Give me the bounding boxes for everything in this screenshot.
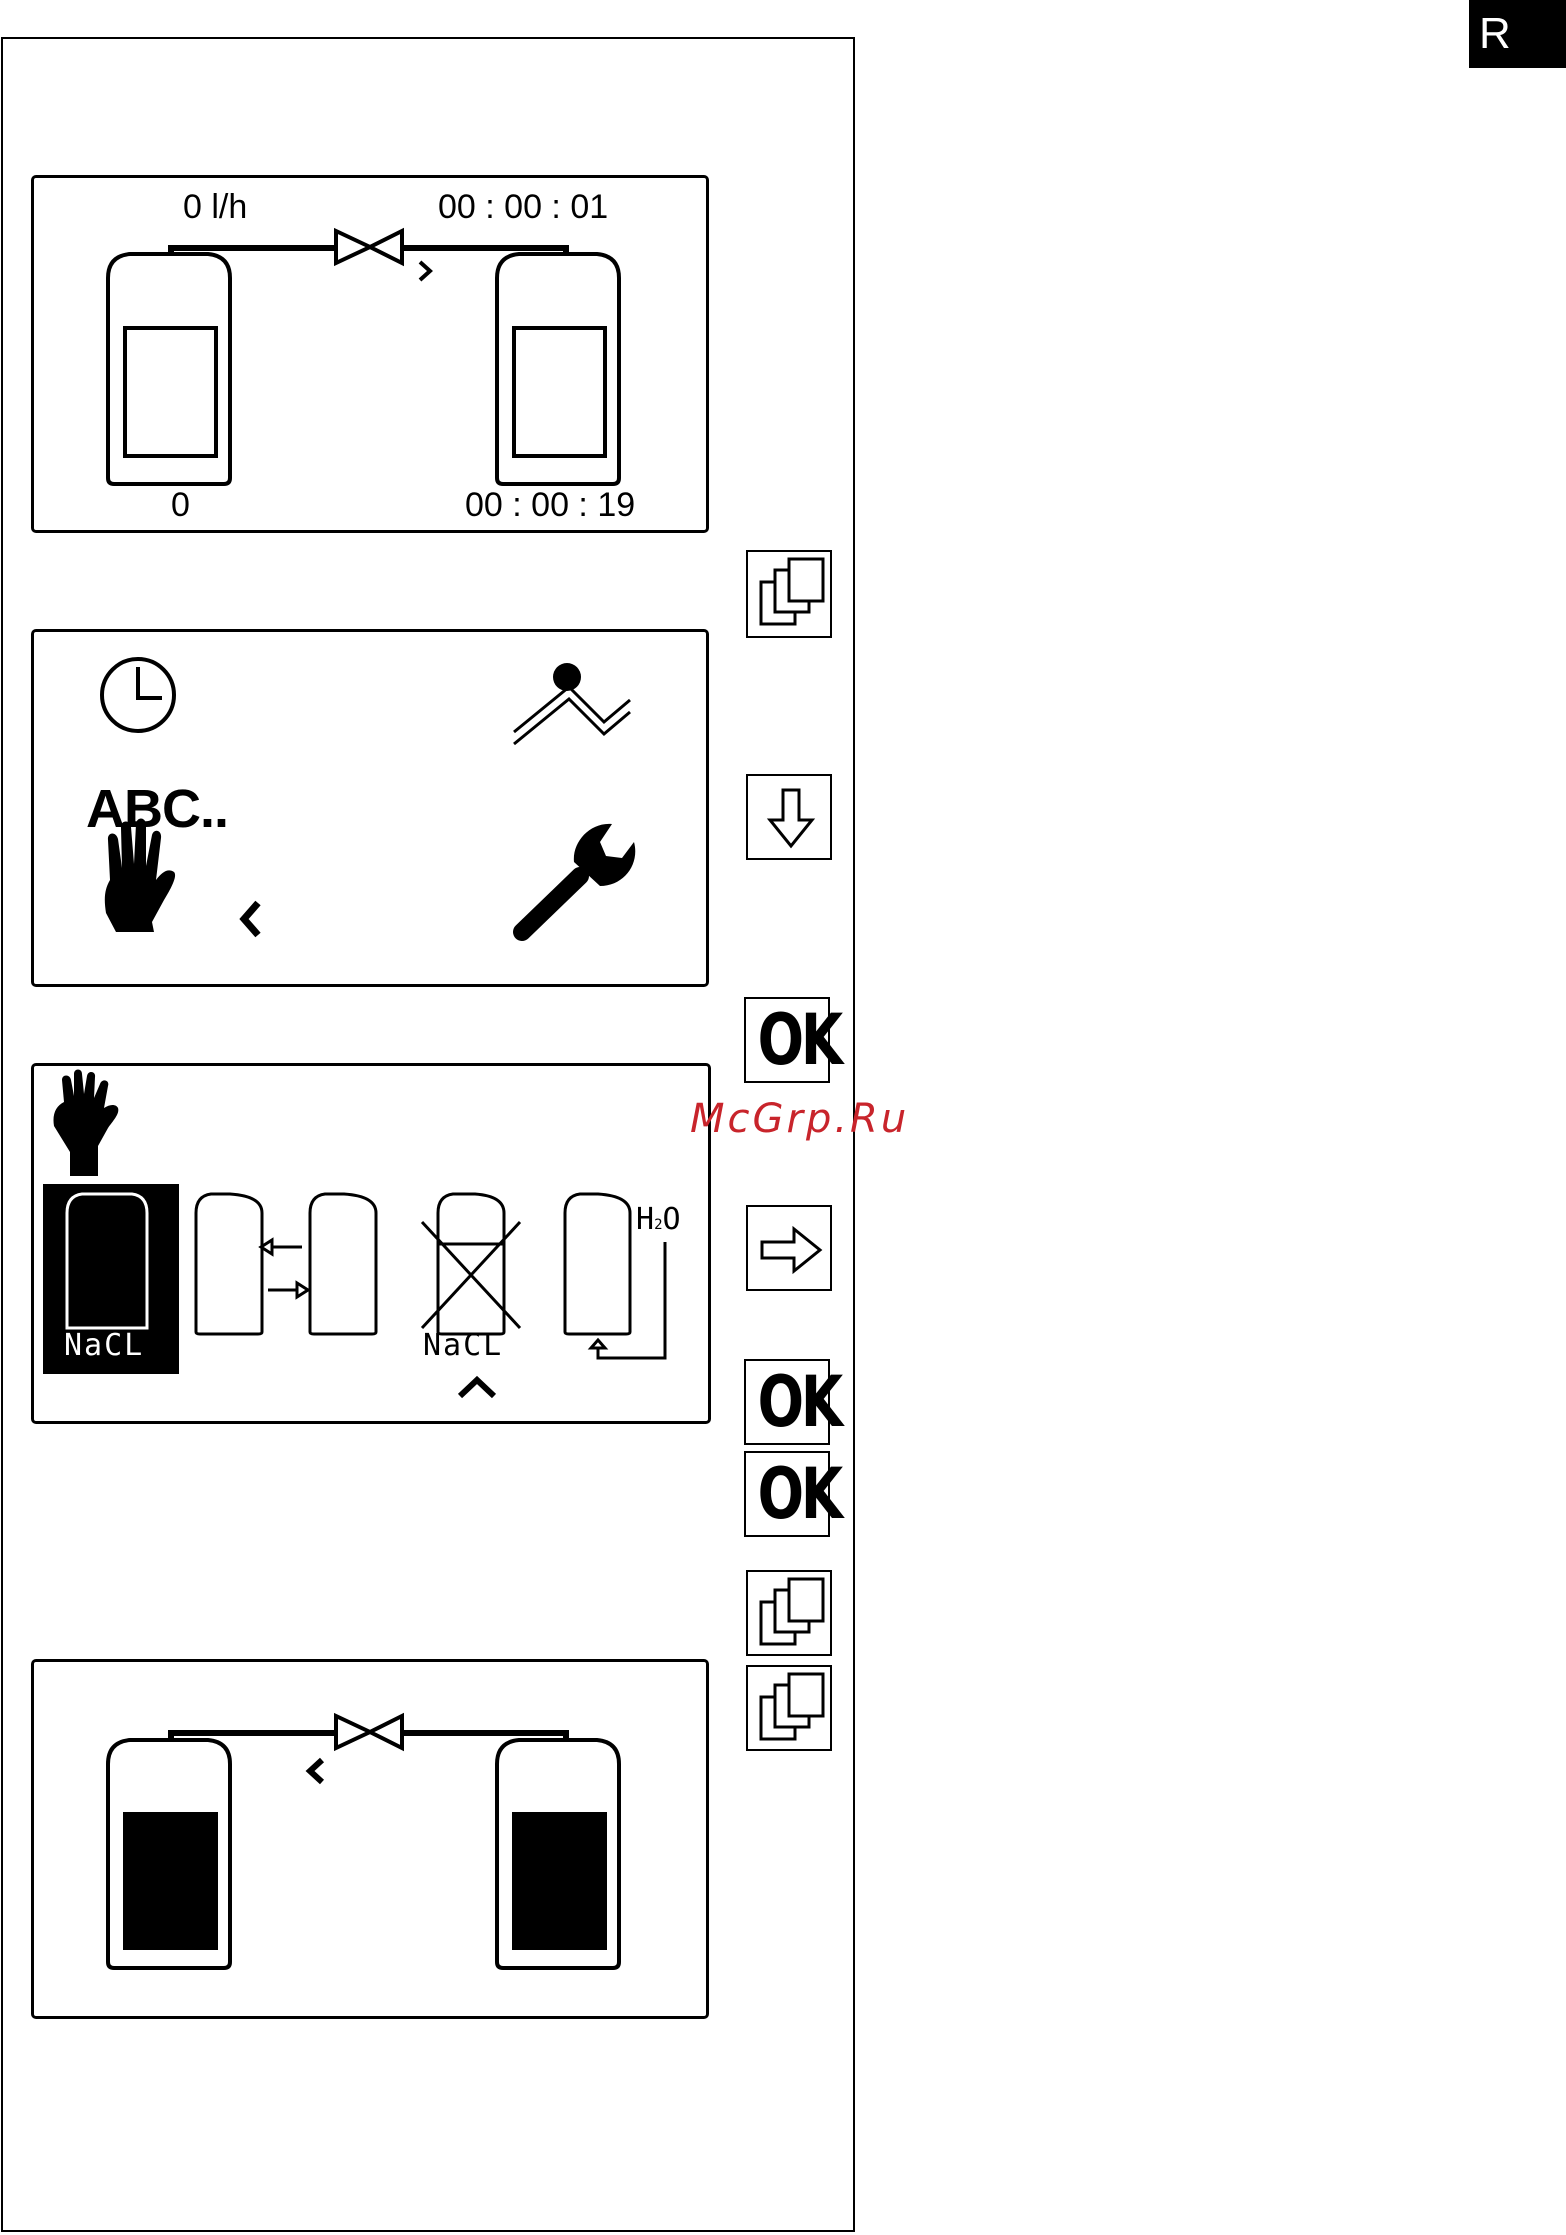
brine-label: NaCL [64, 1328, 144, 1363]
watermark: McGrp.Ru [690, 1096, 909, 1142]
no-brine-label: NaCL [423, 1328, 503, 1363]
pages-icon [748, 1667, 834, 1753]
text-entry-label[interactable]: ABC.. [86, 778, 228, 840]
display-screen-tanks [31, 1659, 709, 2019]
water-label-h: H [636, 1202, 654, 1237]
tank-exchange-icon[interactable] [196, 1194, 376, 1334]
pages-key-2[interactable] [746, 1570, 832, 1656]
display-screen-operation: 0 l/h 00 : 00 : 01 0 00 : 00 : 19 [31, 175, 709, 533]
screen-tanks-graphics [34, 1662, 712, 2022]
value-bottom-readout: 0 [171, 488, 190, 522]
arrow-left-icon [244, 903, 258, 935]
arrow-right-key[interactable] [746, 1205, 832, 1291]
ok-key-label: OK [758, 1453, 840, 1535]
ok-key-3[interactable]: OK [744, 1451, 830, 1537]
screen-manual-graphics [34, 1066, 714, 1427]
pages-key-3[interactable] [746, 1665, 832, 1751]
timer-top-readout: 00 : 00 : 01 [438, 190, 608, 224]
water-label-o: O [663, 1202, 681, 1237]
regeneration-icon[interactable] [514, 663, 630, 744]
language-tab: R [1469, 0, 1566, 68]
arrow-left-icon [310, 1760, 322, 1782]
arrow-down-key[interactable] [746, 774, 832, 860]
water-label: H2O [636, 1202, 681, 1237]
wrench-icon[interactable] [522, 824, 635, 932]
ok-key-2[interactable]: OK [744, 1359, 830, 1445]
ok-key-label: OK [758, 999, 840, 1081]
hand-icon [53, 1070, 118, 1177]
tank-left-icon [108, 254, 230, 484]
tank-left-full-icon [108, 1740, 230, 1968]
arrow-right-icon [420, 262, 430, 280]
no-brine-icon[interactable] [422, 1194, 520, 1334]
pages-icon [748, 1572, 834, 1658]
ok-key[interactable]: OK [744, 997, 830, 1083]
ok-key-label: OK [758, 1361, 840, 1443]
screen-operation-graphics [34, 178, 712, 536]
valve-icon [336, 1716, 402, 1748]
clock-icon[interactable] [102, 659, 174, 731]
flow-rate-readout: 0 l/h [183, 190, 247, 224]
pages-key[interactable] [746, 550, 832, 638]
display-screen-menu: ABC.. [31, 629, 709, 987]
tank-right-icon [497, 254, 619, 484]
arrow-down-icon [748, 776, 834, 862]
pages-icon [748, 552, 834, 640]
display-screen-manual: NaCL NaCL H2O [31, 1063, 711, 1424]
tank-right-full-icon [497, 1740, 619, 1968]
water-label-sub: 2 [654, 1217, 662, 1233]
arrow-up-icon [460, 1380, 494, 1396]
arrow-right-icon [748, 1207, 834, 1293]
valve-icon [336, 231, 402, 263]
timer-bottom-readout: 00 : 00 : 19 [465, 488, 635, 522]
